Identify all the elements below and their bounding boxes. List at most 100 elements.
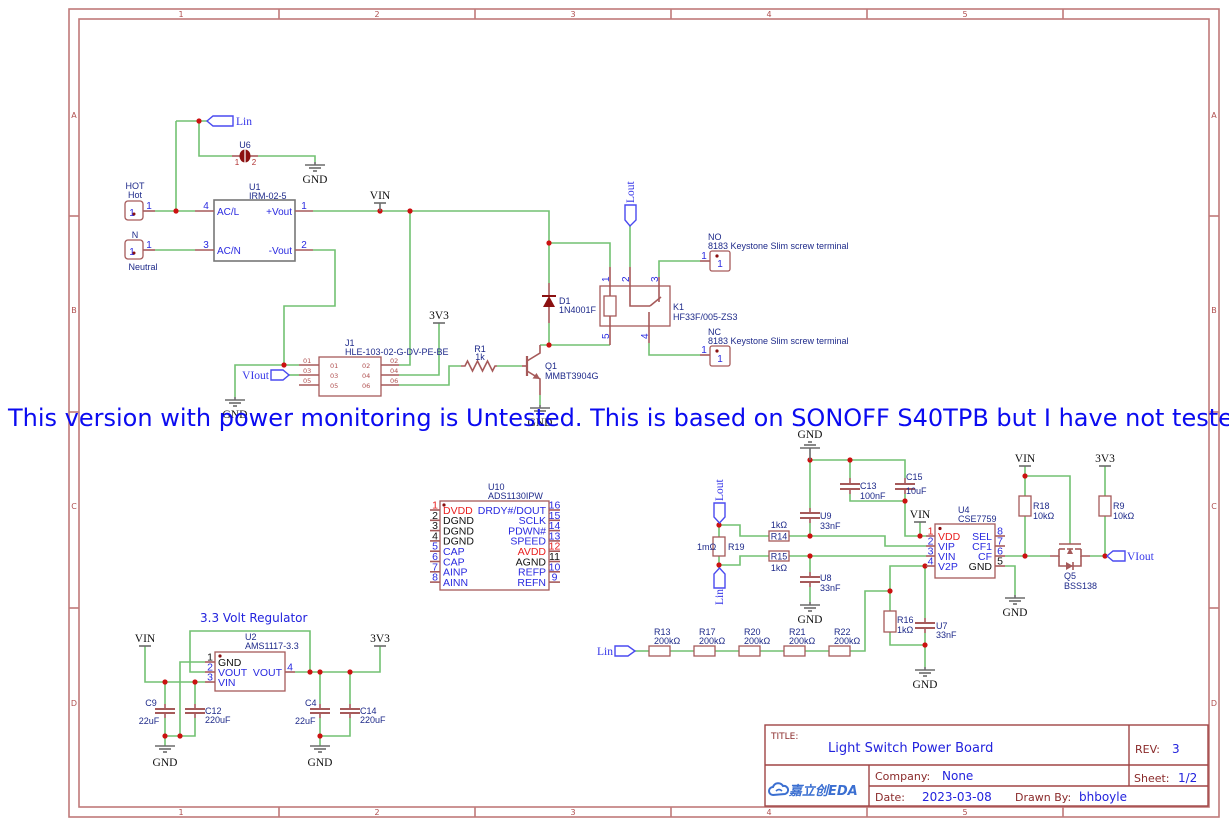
component-c14: C14 220uF [340, 704, 386, 725]
pin-name: V2P [938, 561, 958, 573]
gnd-label: GND [153, 757, 178, 769]
pin-name: DGND [443, 525, 474, 537]
pin-number: 4 [203, 201, 209, 212]
designator: R17 [699, 627, 716, 637]
component-c15: C15 10uF [895, 472, 927, 496]
cloud-loop [775, 788, 783, 792]
gnd-symbol: GND [1003, 595, 1027, 619]
wire [295, 646, 381, 673]
part-value: 22uF [139, 716, 160, 726]
component-r20: R20 200kΩ [738, 627, 771, 657]
pin-number: 04 [390, 367, 398, 375]
part-value: HLE-103-02-G-DV-PE-BE [345, 347, 449, 357]
column-label: 1 [178, 10, 183, 19]
pin-name: REFN [517, 577, 546, 589]
pin-name: DRDY#/DOUT [478, 505, 547, 517]
gnd-label: GND [798, 429, 823, 441]
power-symbol-vin: VIN [1015, 453, 1036, 467]
pin-name: VIP [938, 541, 955, 553]
resistor-body [648, 645, 671, 657]
wire [549, 242, 611, 267]
resistor-body [693, 645, 716, 657]
part-value: 33nF [820, 583, 841, 593]
untested-warning-banner: This version with power monitoring is Un… [7, 404, 1229, 432]
net-label-lout-relay: Lout [624, 180, 637, 228]
pin-name: AINP [443, 567, 468, 579]
part-value: 33nF [936, 630, 957, 640]
row-label: B [71, 306, 77, 315]
terminal-body [709, 345, 731, 367]
power-symbol-3v3: 3V3 [429, 310, 449, 324]
component-u8: U8 33nF [800, 572, 841, 593]
designator: HOT [126, 181, 146, 191]
part-value: 8183 Keystone Slim screw terminal [708, 336, 849, 346]
net-label-lout-shunt: Lout [713, 478, 726, 525]
pin1-dot [442, 503, 446, 507]
component-j1: J1 HLE-103-02-G-DV-PE-BE 01 03 05 02 04 … [299, 338, 449, 397]
wire [849, 494, 905, 502]
pin-number: 3 [650, 276, 661, 282]
component-q1: Q1 MMBT3904G [522, 345, 599, 395]
designator: R13 [654, 627, 671, 637]
designator: NC [708, 327, 721, 337]
frame-inner [78, 18, 1210, 808]
part-value: 10kΩ [1113, 511, 1135, 521]
terminal-nc: NC 8183 Keystone Slim screw terminal 1 1 [700, 327, 849, 367]
designator: R22 [834, 627, 851, 637]
junction-dot [307, 669, 313, 675]
pin1-dot [715, 254, 719, 258]
pin-name: AVDD [518, 546, 547, 558]
pin-name: +Vout [266, 207, 292, 218]
pin1-dot [218, 654, 222, 658]
junction-dot [407, 208, 413, 214]
net-label-shape [270, 369, 291, 381]
pin-name: CAP [443, 556, 465, 568]
designator: R15 [771, 552, 788, 562]
net-label-viout-monitor: VIout [1105, 550, 1155, 563]
junction-dot [807, 553, 813, 559]
designator: R16 [897, 615, 914, 625]
connector-pin-label: 1 [129, 247, 135, 258]
row-label: D [1211, 699, 1217, 708]
column-label: 2 [374, 808, 379, 817]
pin-number: 11 [549, 551, 560, 563]
resistor-body [1098, 495, 1112, 517]
designator: C9 [145, 698, 157, 708]
junction-dot [716, 562, 722, 568]
junction-dot [162, 733, 168, 739]
header-body [318, 356, 382, 397]
terminal-no: NO 8183 Keystone Slim screw terminal 1 1 [700, 232, 849, 272]
net-label-text: Lin [597, 646, 613, 658]
designator: R1 [474, 344, 486, 354]
cloud-outline [768, 782, 790, 797]
pin-name: VOUT [218, 667, 248, 679]
designator: C13 [860, 481, 877, 491]
pin-number: 2 [928, 536, 934, 548]
net-label-text: Lin [714, 589, 726, 605]
wire [144, 646, 205, 683]
designator: C4 [305, 698, 317, 708]
junction-dot [162, 679, 168, 685]
connector-hot: HOT Hot 1 1 [124, 181, 155, 221]
pin-number: 1 [432, 500, 438, 512]
pin-number: 3 [207, 672, 213, 684]
rev-value: 3 [1172, 742, 1180, 756]
pin-number: 1 [146, 201, 152, 212]
designator: J1 [345, 338, 355, 348]
pin-number: 16 [549, 500, 561, 512]
wire [810, 459, 906, 478]
component-u6: U6 1 2 [232, 140, 258, 167]
gnd-label: GND [223, 409, 248, 421]
pin-number: 12 [549, 541, 561, 553]
terminal-pin-label: 1 [717, 354, 723, 365]
column-label: 5 [962, 808, 967, 817]
part-value: HF33F/005-ZS3 [673, 312, 738, 322]
pin-number: 2 [207, 662, 213, 674]
pin-name: AC/N [217, 246, 241, 257]
pin1-dot [132, 212, 136, 216]
gnd-label: GND [308, 757, 333, 769]
part-value: 1kΩ [771, 520, 788, 530]
junction-dot [173, 208, 179, 214]
rev-label: REV: [1135, 743, 1160, 756]
